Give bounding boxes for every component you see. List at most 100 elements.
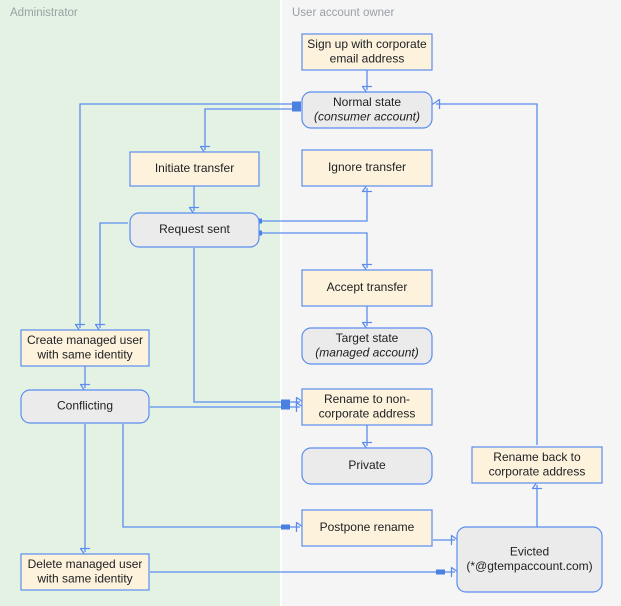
node-rename-back-to-corporate-address-shape[interactable]	[471, 446, 603, 484]
node-rename-to-non-corporate-address-label-line-0: Rename to non-	[324, 392, 410, 406]
e-evicted-to-rename-back	[531, 481, 543, 527]
e-normal-to-initiate	[199, 106, 301, 154]
e-request-to-ignore-path	[261, 188, 368, 222]
e-signup-to-normal-arrowhead	[361, 85, 373, 94]
node-normal-state-label-line-1: (consumer account)	[314, 109, 420, 123]
e-conflicting-to-postpone-connector-stub	[281, 524, 290, 530]
e-conflicting-to-rename-noncorp-arrowhead	[295, 401, 304, 413]
node-accept-transfer-label-line-0: Accept transfer	[327, 280, 408, 294]
node-conflicting-shape[interactable]	[20, 389, 150, 424]
node-private-label-line-0: Private	[348, 458, 386, 472]
node-postpone-rename-label-line-0: Postpone rename	[320, 520, 415, 534]
e-conflicting-to-postpone-path	[122, 424, 300, 528]
node-normal-state-label-line-0: Normal state	[333, 95, 401, 109]
e-initiate-to-request-arrowhead	[188, 206, 200, 215]
node-sign-up-with-corporate-email-address-label-line-0: Sign up with corporate	[307, 37, 427, 51]
node-ignore-transfer-label-line-0: Ignore transfer	[328, 160, 406, 174]
node-postpone-rename[interactable]: Postpone rename	[301, 509, 433, 547]
e-normal-to-initiate-connector-stub	[292, 106, 301, 112]
e-delete-to-evicted	[150, 566, 459, 578]
node-accept-transfer-shape[interactable]	[301, 269, 433, 307]
e-conflicting-to-delete	[79, 424, 91, 556]
node-private[interactable]: Private	[301, 447, 433, 485]
node-evicted-label-line-1: (*@gtempaccount.com)	[466, 559, 592, 573]
lane-user-account-owner-label: User account owner	[292, 7, 394, 19]
e-request-to-ignore-arrowhead	[361, 184, 373, 193]
e-accept-to-target	[361, 306, 373, 330]
node-normal-state-shape[interactable]	[301, 91, 433, 129]
node-evicted-shape[interactable]	[456, 526, 603, 593]
e-rename-noncorp-to-private	[361, 425, 373, 450]
e-normal-to-create-managed-arrowhead	[74, 323, 86, 332]
e-request-to-rename-noncorp-connector-stub	[281, 399, 290, 405]
node-conflicting-label-line-0: Conflicting	[57, 399, 113, 413]
edges-layer	[74, 70, 543, 578]
node-sign-up-with-corporate-email-address-label-line-1: email address	[330, 51, 405, 65]
node-initiate-transfer[interactable]: Initiate transfer	[129, 151, 260, 187]
node-postpone-rename-shape[interactable]	[301, 509, 433, 547]
node-delete-managed-user-with-same-identity-shape[interactable]	[20, 553, 150, 591]
e-delete-to-evicted-arrowhead	[450, 566, 459, 578]
node-target-state-shape[interactable]	[301, 327, 433, 365]
node-conflicting[interactable]: Conflicting	[20, 389, 150, 424]
e-postpone-to-evicted-arrowhead	[450, 534, 459, 546]
e-rename-back-to-normal-path	[436, 103, 538, 445]
e-postpone-to-evicted	[433, 534, 459, 546]
e-signup-to-normal	[361, 70, 373, 94]
e-request-to-accept-path	[261, 232, 368, 268]
e-normal-to-initiate-path	[204, 108, 300, 150]
e-conflicting-to-rename-noncorp-connector-stub	[281, 404, 290, 410]
node-create-managed-user-with-same-identity-shape[interactable]	[20, 329, 150, 367]
lane-administrator-label: Administrator	[10, 7, 78, 19]
e-delete-to-evicted-connector-stub	[436, 569, 445, 575]
e-request-to-create-managed-arrowhead	[94, 323, 106, 332]
e-rename-back-to-normal-arrowhead	[432, 98, 441, 110]
node-delete-managed-user-with-same-identity-label-line-0: Delete managed user	[28, 557, 143, 571]
node-private-shape[interactable]	[301, 447, 433, 485]
node-ignore-transfer[interactable]: Ignore transfer	[301, 149, 433, 187]
e-normal-to-create-managed-path	[79, 103, 300, 328]
node-evicted[interactable]: Evicted(*@gtempaccount.com)	[456, 526, 603, 593]
node-rename-to-non-corporate-address[interactable]: Rename to non-corporate address	[301, 388, 433, 426]
node-create-managed-user-with-same-identity-label-line-0: Create managed user	[27, 333, 143, 347]
e-normal-to-create-managed	[74, 101, 301, 332]
e-create-to-conflicting-arrowhead	[79, 383, 91, 392]
e-normal-to-initiate-arrowhead	[199, 145, 211, 154]
e-create-to-conflicting	[79, 366, 91, 392]
node-rename-to-non-corporate-address-shape[interactable]	[301, 388, 433, 426]
e-request-to-accept-arrowhead	[361, 263, 373, 272]
node-request-sent-shape[interactable]	[129, 212, 260, 248]
node-ignore-transfer-shape[interactable]	[301, 149, 433, 187]
e-rename-back-to-normal	[432, 98, 538, 445]
node-delete-managed-user-with-same-identity-label-line-1: with same identity	[36, 571, 132, 585]
e-request-to-create-managed	[94, 222, 128, 332]
node-rename-back-to-corporate-address-label-line-0: Rename back to	[493, 450, 581, 464]
e-conflicting-to-postpone-arrowhead	[295, 521, 304, 533]
e-evicted-to-rename-back-arrowhead	[531, 481, 543, 490]
node-sign-up-with-corporate-email-address-shape[interactable]	[301, 33, 433, 71]
e-request-to-create-managed-path	[99, 222, 128, 328]
e-conflicting-to-rename-noncorp	[150, 401, 304, 413]
node-normal-state[interactable]: Normal state(consumer account)	[301, 91, 433, 129]
e-request-to-rename-noncorp-path	[193, 248, 300, 403]
node-initiate-transfer-shape[interactable]	[129, 151, 260, 187]
node-target-state-label-line-0: Target state	[336, 331, 399, 345]
e-rename-noncorp-to-private-arrowhead	[361, 441, 373, 450]
e-normal-to-create-managed-connector-stub	[292, 101, 301, 107]
node-rename-to-non-corporate-address-label-line-1: corporate address	[319, 406, 416, 420]
node-accept-transfer[interactable]: Accept transfer	[301, 269, 433, 307]
e-accept-to-target-arrowhead	[361, 321, 373, 330]
node-request-sent[interactable]: Request sent	[129, 212, 260, 248]
e-initiate-to-request	[188, 186, 200, 215]
node-evicted-label-line-0: Evicted	[510, 544, 549, 558]
node-target-state[interactable]: Target state(managed account)	[301, 327, 433, 365]
lane-administrator-background	[0, 0, 280, 606]
e-conflicting-to-postpone	[122, 424, 304, 533]
